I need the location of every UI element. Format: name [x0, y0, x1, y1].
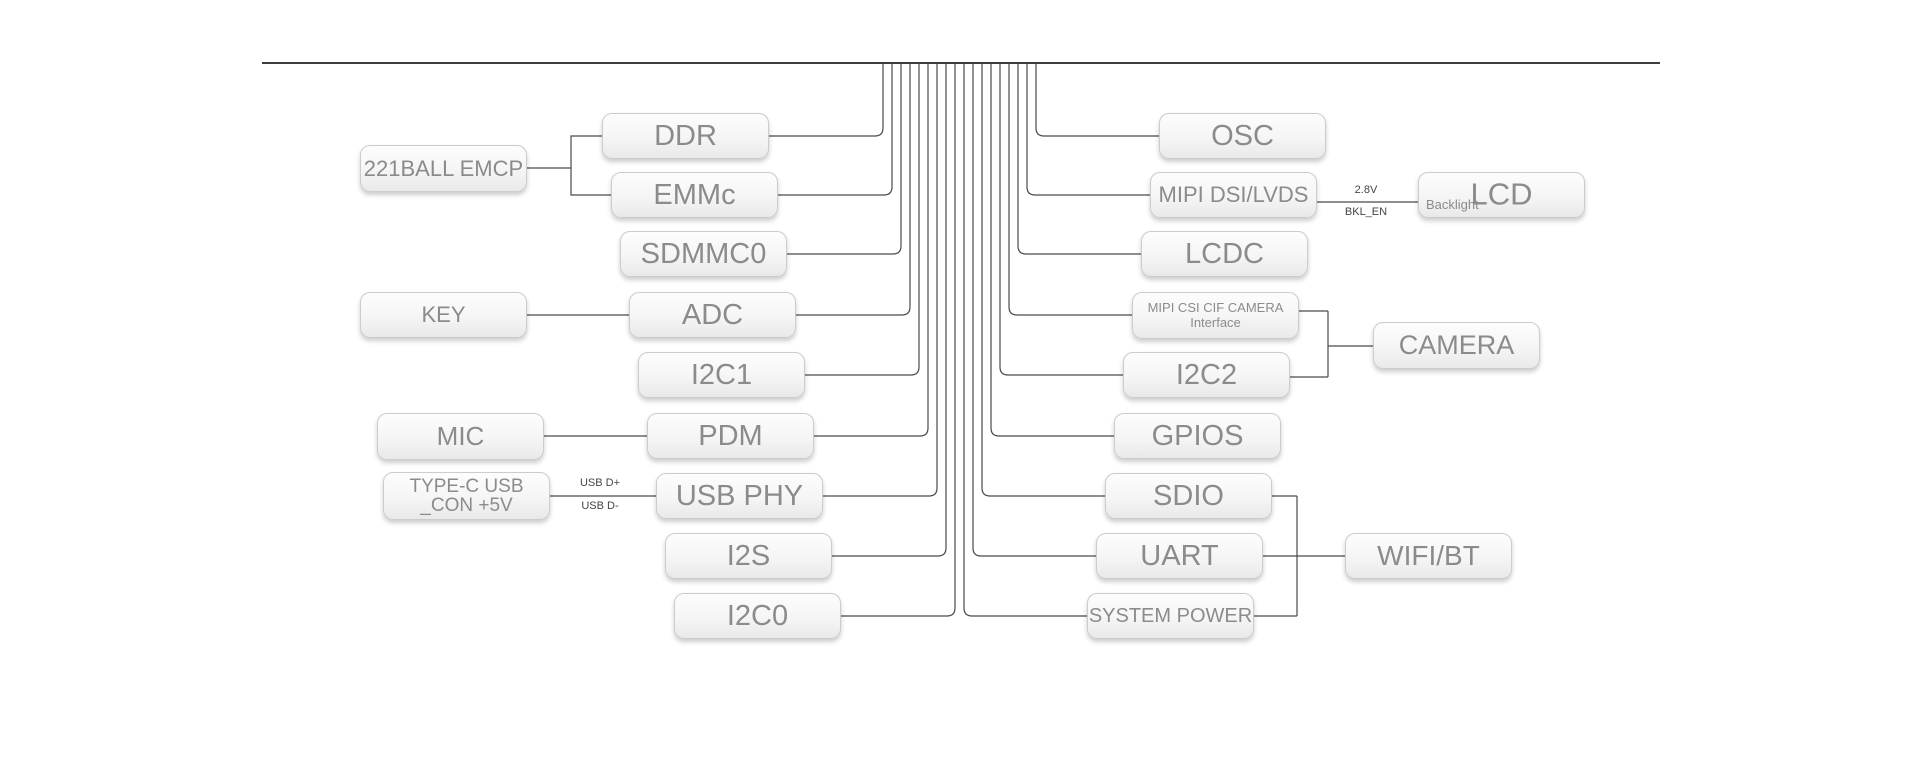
- block-typec-usb-con: TYPE-C USB _CON +5V: [383, 472, 550, 520]
- block-system-power: SYSTEM POWER: [1087, 593, 1254, 639]
- block-i2c0: I2C0: [674, 593, 841, 639]
- block-lcd-label: LCD: [1470, 176, 1533, 212]
- block-adc: ADC: [629, 292, 796, 338]
- edge-wifibt-bracket: [1254, 495, 1345, 617]
- edge-label-backlight-voltage: 2.8V: [1354, 184, 1378, 196]
- edge-uart-bus: [972, 63, 1096, 557]
- edge-camera-bracket: [1290, 310, 1373, 378]
- block-usb-phy: USB PHY: [656, 473, 823, 519]
- edge-i2s-bus: [832, 63, 947, 557]
- block-typec-line2: _CON +5V: [420, 495, 513, 516]
- block-emmc: EMMc: [611, 172, 778, 218]
- edge-osc-bus: [1035, 63, 1159, 137]
- block-pdm: PDM: [647, 413, 814, 459]
- block-lcdc: LCDC: [1141, 231, 1308, 277]
- block-sdmmc0: SDMMC0: [620, 231, 787, 277]
- edge-label-usb-dplus: USB D+: [579, 477, 621, 489]
- edge-pdm-bus: [814, 63, 929, 437]
- block-gpios: GPIOS: [1114, 413, 1281, 459]
- edge-label-usb-dminus: USB D-: [581, 500, 619, 512]
- block-wifi-bt: WIFI/BT: [1345, 533, 1512, 579]
- block-sdio: SDIO: [1105, 473, 1272, 519]
- edge-sdio-bus: [981, 63, 1105, 497]
- block-uart: UART: [1096, 533, 1263, 579]
- block-lcd-backlight-label: Backlight: [1426, 197, 1479, 213]
- block-lcd: Backlight LCD: [1418, 172, 1585, 218]
- edge-sdmmc0-bus: [787, 63, 902, 255]
- block-mipi-csi-line2: Interface: [1190, 314, 1241, 330]
- edge-syspower-bus: [963, 63, 1087, 617]
- block-mic: MIC: [377, 413, 544, 460]
- block-ddr: DDR: [602, 113, 769, 159]
- edge-usbphy-bus: [823, 63, 938, 497]
- block-camera: CAMERA: [1373, 322, 1540, 369]
- edge-emmc-bus: [778, 63, 893, 196]
- edge-i2c1-bus: [805, 63, 920, 376]
- block-i2c1: I2C1: [638, 352, 805, 398]
- edge-adc-bus: [796, 63, 911, 316]
- block-221ball-emcp: 221BALL EMCP: [360, 145, 527, 192]
- edge-i2c0-bus: [841, 63, 956, 617]
- edge-gpios-bus: [990, 63, 1114, 437]
- edge-label-backlight-enable: BKL_EN: [1344, 206, 1388, 218]
- edge-csi-bus: [1008, 63, 1132, 316]
- block-mipi-csi-line1: MIPI CSI CIF CAMERA: [1147, 299, 1284, 315]
- block-i2c2: I2C2: [1123, 352, 1290, 398]
- block-typec-line1: TYPE-C USB: [409, 476, 524, 497]
- edge-lcdc-bus: [1017, 63, 1141, 255]
- edge-i2c2-bus: [999, 63, 1123, 376]
- edge-dsi-bus: [1026, 63, 1150, 196]
- edge-ddr-bus: [769, 63, 884, 137]
- block-mipi-csi-cif-camera-interface: MIPI CSI CIF CAMERA Interface: [1132, 292, 1299, 339]
- edge-emcp-bracket: [570, 135, 611, 196]
- block-mipi-dsi-lvds: MIPI DSI/LVDS: [1150, 172, 1317, 218]
- block-osc: OSC: [1159, 113, 1326, 159]
- block-key: KEY: [360, 292, 527, 338]
- block-i2s: I2S: [665, 533, 832, 579]
